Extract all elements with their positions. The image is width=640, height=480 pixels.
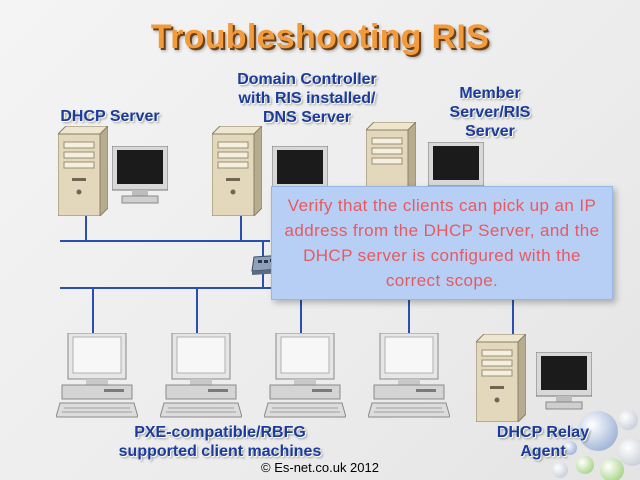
relay-agent-monitor-icon (536, 352, 592, 410)
client-computer-1-icon (56, 333, 138, 418)
label-relay-line-1: DHCP Relay (496, 424, 590, 441)
client-2-drop (196, 287, 198, 337)
dhcp-server-drop (85, 212, 87, 241)
dhcp-server-monitor-icon (112, 146, 168, 204)
label-clients-line-2: supported client machines (118, 443, 322, 460)
client-4-drop (408, 287, 410, 337)
client-computer-4-icon (368, 333, 450, 418)
label-domain-controller: Domain Controller with RIS installed/ DN… (212, 70, 402, 127)
label-dc-line-2: with RIS installed/ (238, 90, 376, 107)
label-dc-line-1: Domain Controller (237, 71, 377, 88)
domain-controller-tower-icon (212, 126, 262, 216)
label-client-machines: PXE-compatible/RBFG supported client mac… (95, 423, 345, 461)
slide-title: Troubleshooting RIS (150, 18, 490, 56)
dhcp-server-tower-icon (58, 126, 108, 216)
label-relay-agent: DHCP Relay Agent (478, 423, 608, 461)
domain-controller-drop (240, 212, 242, 241)
label-member-line-3: Server (465, 123, 515, 140)
client-1-drop (92, 287, 94, 337)
label-dhcp-server: DHCP Server (40, 107, 180, 126)
client-computer-3-icon (264, 333, 346, 418)
label-member-server: Member Server/RIS Server (430, 84, 550, 141)
label-clients-line-1: PXE-compatible/RBFG (134, 424, 306, 441)
client-computer-2-icon (160, 333, 242, 418)
client-3-drop (300, 287, 302, 337)
upper-network-line (60, 240, 270, 242)
label-member-line-1: Member (459, 85, 521, 102)
label-dc-line-3: DNS Server (262, 109, 352, 126)
callout-text: Verify that the clients can pick up an I… (284, 196, 600, 290)
label-dhcp-server-text: DHCP Server (60, 108, 160, 125)
callout-box: Verify that the clients can pick up an I… (271, 186, 613, 300)
relay-agent-tower-icon (476, 334, 526, 422)
label-relay-line-2: Agent (520, 443, 566, 460)
relay-agent-drop (512, 287, 514, 337)
member-server-monitor-icon (428, 142, 484, 187)
copyright-footer: © Es-net.co.uk 2012 (261, 460, 379, 475)
label-member-line-2: Server/RIS (449, 104, 531, 121)
